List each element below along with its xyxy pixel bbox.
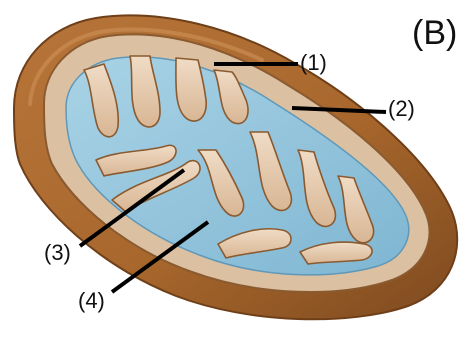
label-4: (4) xyxy=(78,290,105,312)
label-2: (2) xyxy=(388,98,415,120)
panel-letter: (B) xyxy=(412,16,457,50)
label-3: (3) xyxy=(44,242,71,264)
label-1: (1) xyxy=(300,52,327,74)
